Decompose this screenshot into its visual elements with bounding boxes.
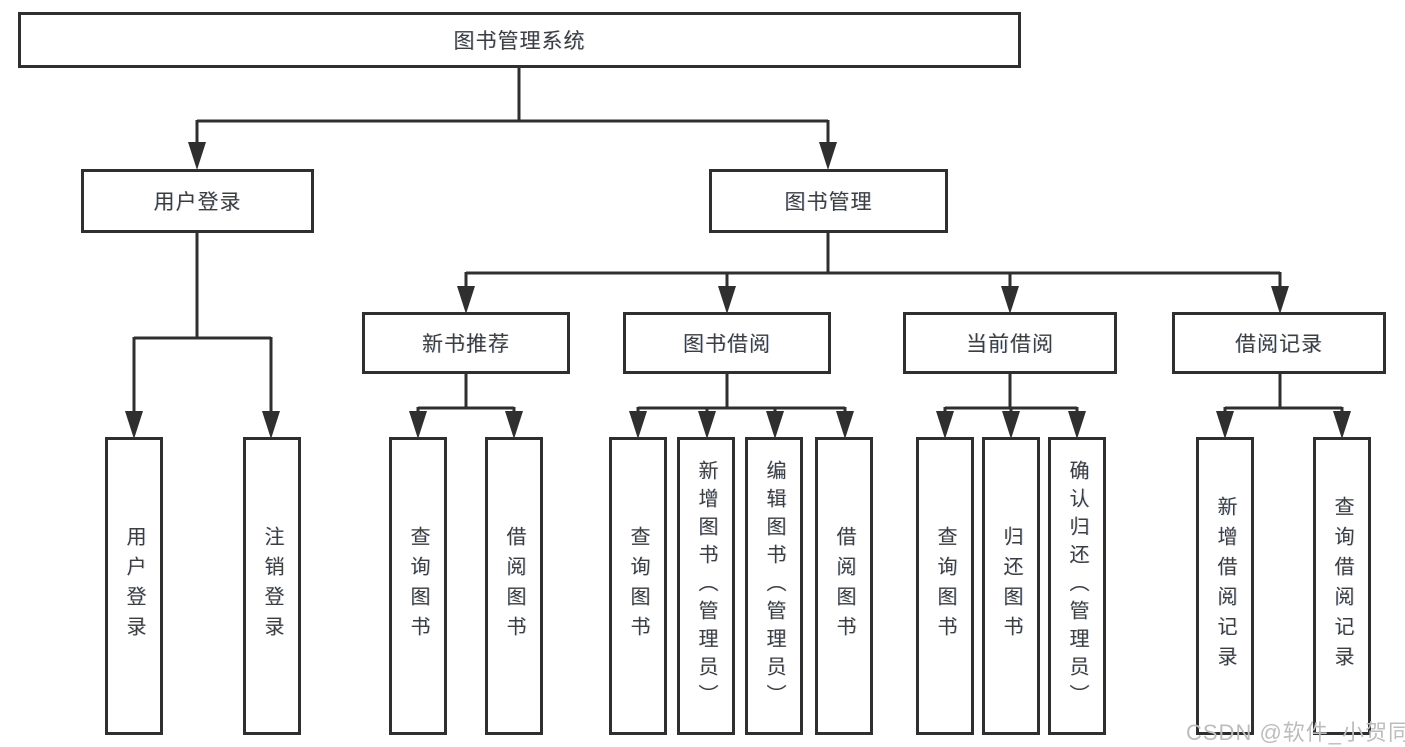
leaf-borrow-books: 借阅图书 [815,437,873,735]
leaf-add-borrow-record: 新增借阅记录 [1196,437,1254,735]
arrow-down-icon [1068,411,1086,439]
leaf-query-books-recommend: 查询图书 [389,437,447,735]
node-new-book-recommend: 新书推荐 [362,312,570,374]
node-root-title: 图书管理系统 [18,12,1021,68]
arrow-down-icon [718,286,736,314]
arrow-down-icon [409,411,427,439]
arrow-down-icon [1216,411,1234,439]
csdn-watermark: CSDN @软件_小贺同学 [1186,720,1405,745]
leaf-logout: 注销登录 [243,437,301,735]
leaf-query-books-borrowing: 查询图书 [609,437,667,735]
arrow-down-icon [457,286,475,314]
arrow-down-icon [188,142,206,170]
node-book-management: 图书管理 [709,169,948,233]
leaf-return-books: 归还图书 [982,437,1040,735]
arrow-down-icon [1333,411,1351,439]
leaf-borrow-books-recommend: 借阅图书 [485,437,543,735]
node-book-borrowing: 图书借阅 [623,312,831,374]
node-user-login: 用户登录 [81,169,314,233]
arrow-down-icon [819,142,837,170]
node-current-borrowing: 当前借阅 [903,312,1117,374]
leaf-add-books-admin: 新增图书（管理员） [677,437,735,735]
arrow-down-icon [1002,411,1020,439]
arrow-down-icon [629,411,647,439]
arrow-down-icon [125,411,143,439]
leaf-edit-books-admin: 编辑图书（管理员） [745,437,803,735]
leaf-user-login: 用户登录 [105,437,163,735]
arrow-down-icon [1001,286,1019,314]
arrowhead-icons [125,142,1351,439]
arrow-down-icon [262,411,280,439]
leaf-confirm-return-admin: 确认归还（管理员） [1048,437,1106,735]
arrow-down-icon [505,411,523,439]
leaf-query-books-current: 查询图书 [916,437,974,735]
arrow-down-icon [836,411,854,439]
arrow-down-icon [698,411,716,439]
arrow-down-icon [936,411,954,439]
arrow-down-icon [1271,286,1289,314]
arrow-down-icon [766,411,784,439]
node-borrow-records: 借阅记录 [1172,312,1386,374]
leaf-query-borrow-record: 查询借阅记录 [1313,437,1371,735]
